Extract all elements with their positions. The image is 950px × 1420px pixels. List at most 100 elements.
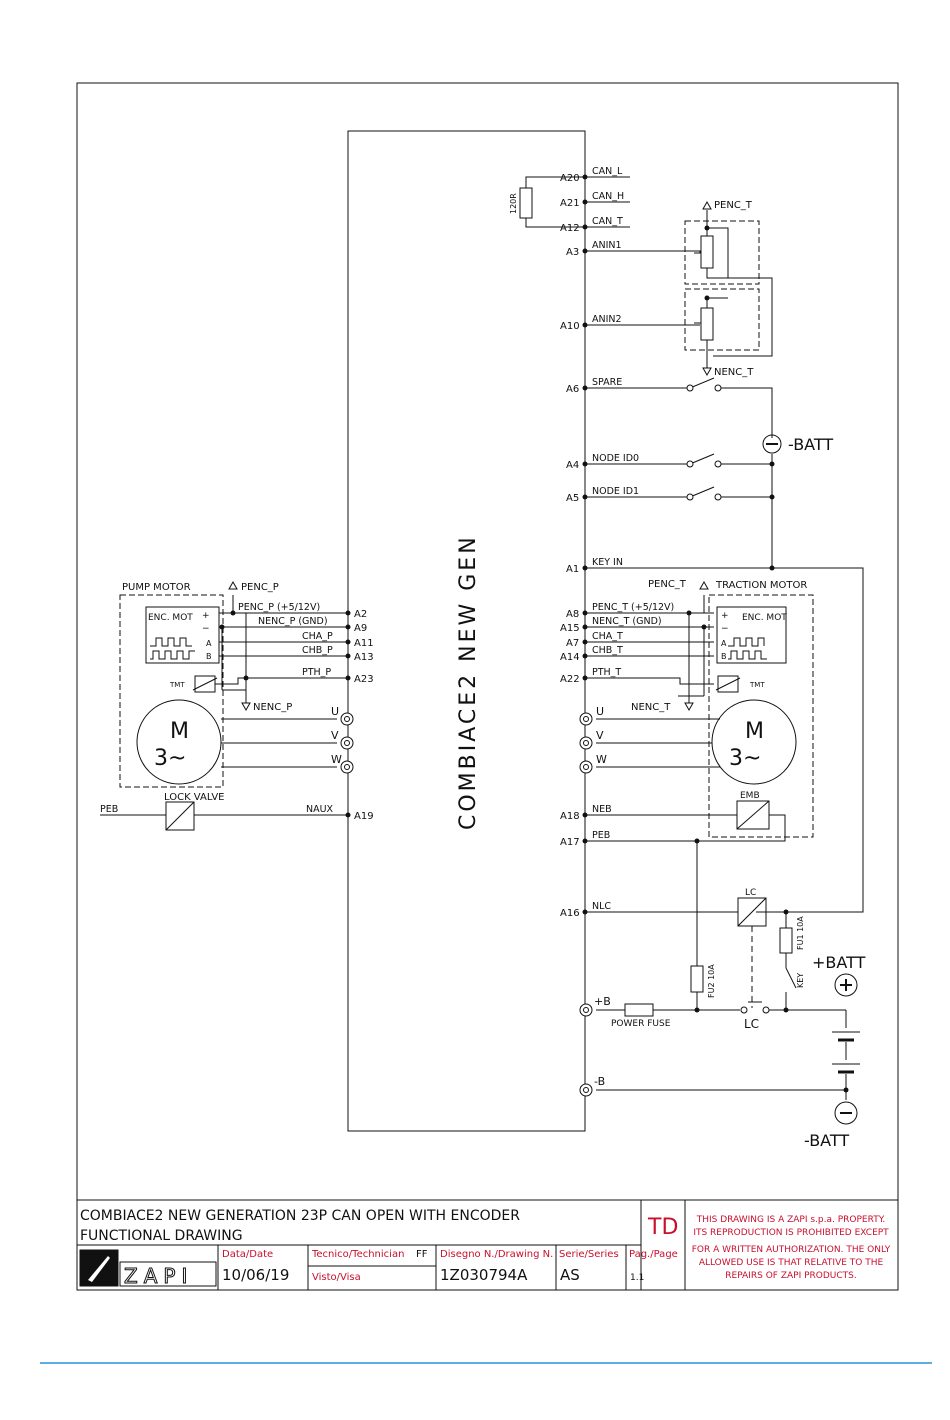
sig-naux: NAUX — [306, 804, 334, 815]
pin-a13: A13 — [354, 652, 374, 663]
drawing-value: 1Z030794A — [440, 1266, 528, 1284]
notice-line-3: FOR A WRITTEN AUTHORIZATION. THE ONLY — [692, 1245, 891, 1255]
key-label: KEY — [796, 973, 805, 988]
motor-3-left: 3~ — [154, 746, 186, 771]
enc-minus-left: − — [202, 624, 210, 634]
pin-a12: A12 — [560, 223, 580, 234]
nenc-t-enc-label: NENC_T — [631, 702, 671, 713]
sig-can-l: CAN_L — [592, 166, 623, 177]
enc-a-right: A — [721, 639, 727, 648]
sig-w-left: W — [331, 753, 342, 766]
title-line-2: FUNCTIONAL DRAWING — [80, 1228, 243, 1244]
sig-chb-t: CHB_T — [592, 645, 623, 656]
technician-label: Tecnico/Technician — [311, 1249, 404, 1260]
controller-box — [347, 130, 586, 1132]
pin-a11: A11 — [354, 638, 374, 649]
pin-a7: A7 — [566, 638, 579, 649]
pin-a1: A1 — [566, 564, 579, 575]
pin-a10: A10 — [560, 321, 580, 332]
sig-node-id0: NODE ID0 — [592, 453, 639, 464]
date-label: Data/Date — [222, 1249, 273, 1260]
pump-motor-label: PUMP MOTOR — [122, 582, 191, 593]
date-value: 10/06/19 — [222, 1266, 289, 1284]
sig-neb: NEB — [592, 804, 612, 815]
sig-u-left: U — [331, 705, 339, 718]
batt-minus-top-label: -BATT — [788, 435, 833, 454]
sig-v-right: V — [596, 729, 604, 742]
enc-plus-right: + — [721, 611, 729, 621]
sig-key-in: KEY IN — [592, 557, 623, 568]
visa-label: Visto/Visa — [312, 1272, 361, 1283]
sig-nenc-p-gnd: NENC_P (GND) — [258, 616, 328, 627]
sig-pth-p: PTH_P — [302, 667, 331, 678]
sig-minus-b: -B — [594, 1075, 605, 1088]
batt-minus-bottom-label: -BATT — [804, 1131, 849, 1150]
power-fuse-label: POWER FUSE — [611, 1019, 671, 1029]
sig-can-t: CAN_T — [592, 216, 623, 227]
pin-a2: A2 — [354, 609, 367, 620]
zapi-logo: ZAPI — [124, 1264, 193, 1288]
sig-nlc: NLC — [592, 901, 611, 912]
motor-m-right: M — [745, 719, 764, 744]
motor-m-left: M — [170, 719, 189, 744]
sig-anin1: ANIN1 — [592, 240, 622, 251]
sig-can-h: CAN_H — [592, 191, 624, 202]
sig-penc-p-supply: PENC_P (+5/12V) — [238, 602, 320, 613]
sig-pth-t: PTH_T — [592, 667, 621, 678]
penc-p-label: PENC_P — [241, 582, 279, 593]
fu2-label: FU2 10A — [707, 964, 716, 998]
series-label: Serie/Series — [559, 1249, 619, 1260]
lc-contact-label: LC — [744, 1017, 759, 1031]
pin-a8: A8 — [566, 609, 579, 620]
enc-plus-left: + — [202, 611, 210, 621]
page-label: Pag./Page — [629, 1249, 678, 1260]
nenc-p-label: NENC_P — [253, 702, 292, 713]
page-value: 1.1 — [630, 1273, 644, 1283]
enc-mot-right-label: ENC. MOT — [742, 613, 787, 623]
traction-motor-label: TRACTION MOTOR — [715, 580, 807, 591]
sig-nenc-t-gnd: NENC_T (GND) — [592, 616, 662, 627]
tmt-left-label: TMT — [169, 681, 185, 689]
sig-penc-t-supply: PENC_T (+5/12V) — [592, 602, 674, 613]
pin-a9: A9 — [354, 623, 367, 634]
sig-node-id1: NODE ID1 — [592, 486, 639, 497]
pin-a22: A22 — [560, 674, 580, 685]
pin-a21: A21 — [560, 198, 580, 209]
pin-a15: A15 — [560, 623, 580, 634]
penc-t-traction-label: PENC_T — [648, 579, 687, 590]
pin-a4: A4 — [566, 460, 579, 471]
pin-a19: A19 — [354, 811, 374, 822]
pin-a18: A18 — [560, 811, 580, 822]
pin-a20: A20 — [560, 173, 580, 184]
notice-line-5: REPAIRS OF ZAPI PRODUCTS. — [725, 1271, 856, 1281]
pin-a16: A16 — [560, 908, 580, 919]
sig-u-right: U — [596, 705, 604, 718]
emb-label: EMB — [740, 791, 760, 801]
sig-plus-b: +B — [594, 995, 611, 1008]
tmt-right-label: TMT — [749, 681, 765, 689]
pin-a17: A17 — [560, 837, 580, 848]
drawing-label: Disegno N./Drawing N. — [440, 1249, 553, 1260]
sig-peb-left: PEB — [100, 804, 118, 815]
fu1-label: FU1 10A — [796, 916, 805, 950]
sig-anin2: ANIN2 — [592, 314, 622, 325]
enc-b-right: B — [721, 652, 727, 661]
lock-valve-label: LOCK VALVE — [164, 792, 224, 803]
resistor-120r-label: 120R — [509, 193, 518, 214]
td-mark: TD — [647, 1215, 678, 1240]
sig-cha-t: CHA_T — [592, 631, 623, 642]
notice-line-4: ALLOWED USE IS THAT RELATIVE TO THE — [699, 1258, 884, 1268]
notice-line-1: THIS DRAWING IS A ZAPI s.p.a. PROPERTY. — [696, 1215, 885, 1225]
pin-a6: A6 — [566, 384, 579, 395]
batt-plus-label: +BATT — [812, 953, 866, 972]
sig-v-left: V — [331, 729, 339, 742]
enc-mot-left-label: ENC. MOT — [148, 613, 193, 623]
technician-value: FF — [416, 1249, 428, 1260]
sig-cha-p: CHA_P — [302, 631, 333, 642]
pin-a14: A14 — [560, 652, 580, 663]
nenc-t-pot-label: NENC_T — [714, 367, 754, 378]
controller-title: COMBIACE2 NEW GEN — [456, 534, 481, 830]
sig-chb-p: CHB_P — [302, 645, 333, 656]
enc-minus-right: − — [721, 624, 729, 634]
